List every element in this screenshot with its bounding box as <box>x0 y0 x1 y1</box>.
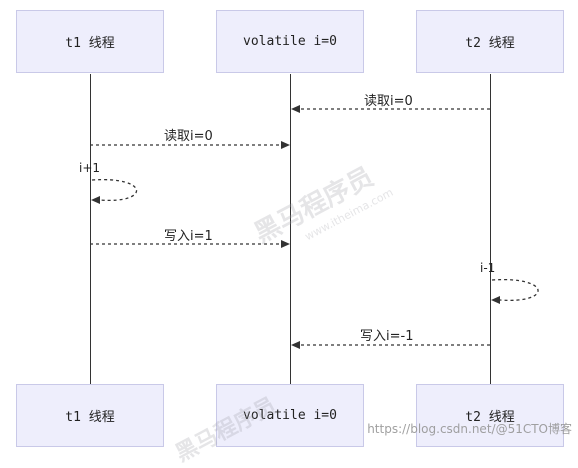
arrowhead-m1 <box>291 105 300 113</box>
arrow-self-t1 <box>91 178 138 202</box>
participant-t1-top: t1 线程 <box>16 10 164 73</box>
message-label-m2: 读取i=0 <box>164 129 213 144</box>
arrowhead-m4 <box>291 341 300 349</box>
arrowhead-self-t2 <box>491 296 500 304</box>
lifeline-volatile <box>290 74 291 384</box>
footer-watermark: https://blog.csdn.net/@51CTO博客 <box>367 422 572 436</box>
lifeline-t1 <box>90 74 91 384</box>
message-label-m4: 写入i=-1 <box>360 329 414 344</box>
message-label-m3: 写入i=1 <box>164 229 213 244</box>
note-t1-self: i+1 <box>79 161 101 175</box>
note-t2-self: i-1 <box>480 261 496 275</box>
lifeline-t2 <box>490 74 491 384</box>
arrowhead-m2 <box>281 141 290 149</box>
arrowhead-m3 <box>281 240 290 248</box>
participant-volatile-top: volatile i=0 <box>216 10 364 73</box>
participant-t2-top: t2 线程 <box>416 10 564 73</box>
message-label-m1: 读取i=0 <box>364 94 413 109</box>
arrow-self-t2 <box>491 278 539 302</box>
message-arrows <box>90 105 539 349</box>
participant-t2-bottom: t2 线程 <box>416 384 564 447</box>
arrowhead-self-t1 <box>91 196 100 204</box>
